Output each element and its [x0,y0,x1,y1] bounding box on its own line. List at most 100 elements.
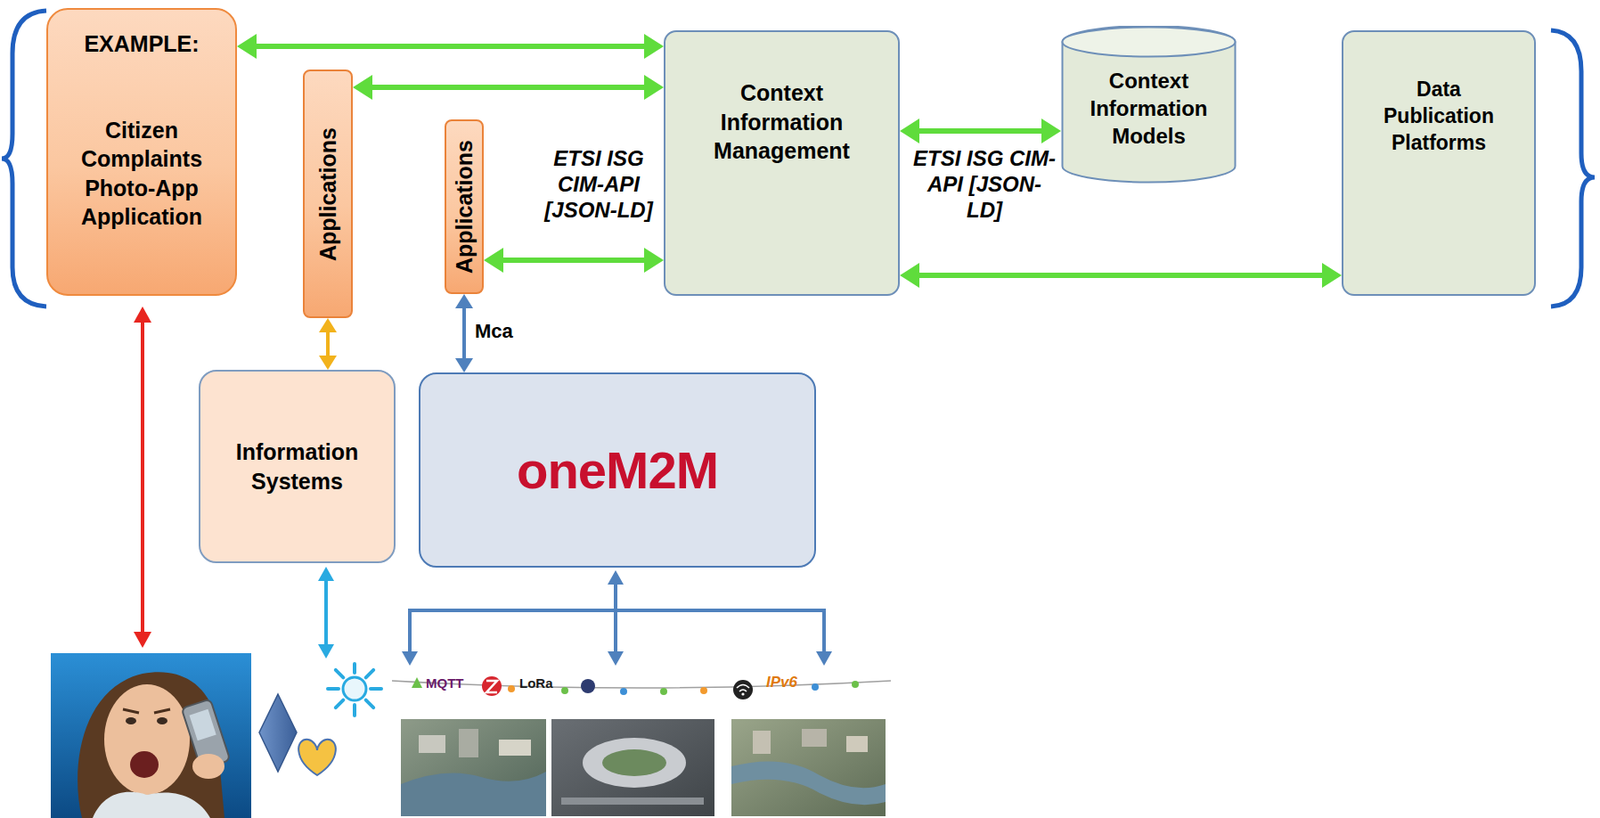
arrow-head [318,355,337,370]
node-text: Context Information Management [702,78,863,166]
woman-photo [189,709,217,741]
device-bus [822,610,826,654]
city-photo [731,760,886,805]
arrow-head [455,293,474,309]
city-photo [400,718,547,817]
data-symbols [366,700,375,709]
connector-line [326,330,330,359]
node-text: Data Publication Platforms [1363,76,1515,157]
city-photo [846,735,868,752]
city-photo [498,739,531,756]
city-photo [582,737,686,788]
data-symbols [335,700,344,709]
city-photo [458,728,479,758]
protocol-logo-text: LoRa [519,676,554,692]
woman-photo [92,791,211,818]
data-symbols [366,669,375,678]
platform-box: Data Publication Platforms [1341,30,1536,296]
city-photo [551,718,715,817]
data-symbols [259,663,382,776]
logo-text: oneM2M [516,441,719,499]
protocol-logo-text: MQTT [425,676,465,692]
city-photo [418,734,446,753]
arrow-head [1322,262,1342,288]
protocol-strip [733,679,753,700]
device-bus [816,651,833,666]
connector-line [916,272,1326,278]
city-photo [400,771,547,817]
sensor-link-arrow [318,566,335,659]
node-text: Citizen Complaints Photo-App Application [61,115,222,232]
connector-line [916,128,1045,134]
protocol-strip [736,685,750,693]
device-bus [401,651,418,666]
interface-label: ETSI ISG CIM-API [JSON-LD] [536,146,662,223]
connector [318,318,337,370]
woman-photo [50,653,252,818]
protocol-strip [660,687,668,695]
user-link-arrow [140,320,145,634]
protocol-strip [481,676,502,696]
woman-photo [125,717,137,725]
arrow-head [644,33,664,59]
example-app-box: EXAMPLE: Citizen Complaints Photo-App App… [46,8,237,296]
woman-photo [156,717,168,725]
protocol-strip [620,687,628,695]
protocol-logo-text: IPv6 [766,674,798,692]
city-photo [752,730,771,754]
left-brace [1,10,47,307]
user-link-arrow [133,631,152,648]
protocol-strip [507,685,515,693]
connector [455,293,474,373]
city-photo [801,728,827,747]
application-box: Applications [444,119,484,294]
arrow-head [483,247,504,273]
sensor-link-arrow [318,566,335,581]
arrow-head [1041,118,1062,144]
application-box: Applications [302,69,353,319]
data-symbols [352,663,357,673]
protocol-strip [580,678,596,694]
city-photo [602,749,667,776]
data-symbols [298,739,336,776]
sensor-link-arrow [318,644,335,659]
connector [899,262,1342,288]
protocol-strip [486,680,498,693]
arrow-head [455,358,474,373]
interface-label: ETSI ISG CIM-API [JSON-LD] [913,146,1056,223]
data-symbols [335,669,344,678]
connector [352,74,664,100]
arrow-head [352,74,373,100]
node-text: Applications [315,126,342,261]
arrow-head [644,74,664,100]
protocol-strip [741,692,744,695]
device-bus [613,582,618,611]
city-photo [400,718,547,817]
node-text: EXAMPLE: [83,29,199,59]
connector-line [462,306,466,361]
sensor-link-arrow [324,579,328,646]
connector-line [500,257,648,263]
data-symbols [327,663,382,716]
data-symbols [259,693,297,772]
connector [483,247,664,273]
left-brace [1,10,47,307]
cylinder-body [1062,25,1236,182]
node-text: Applications [451,139,478,274]
city-photo [731,718,886,817]
connector [236,33,664,59]
protocol-strip [411,677,423,688]
woman-photo [130,751,159,778]
node-text: Information Systems [212,437,383,496]
arrow-head [899,262,920,288]
data-symbols [327,686,339,691]
woman-photo [122,709,171,713]
connector-line [253,43,648,49]
protocol-strip [811,683,819,691]
connector-line [369,84,648,90]
woman-photo [192,753,225,779]
arrow-head [899,118,920,144]
context-broker-box: Context Information Management [663,30,900,296]
arrow-head [644,247,664,273]
